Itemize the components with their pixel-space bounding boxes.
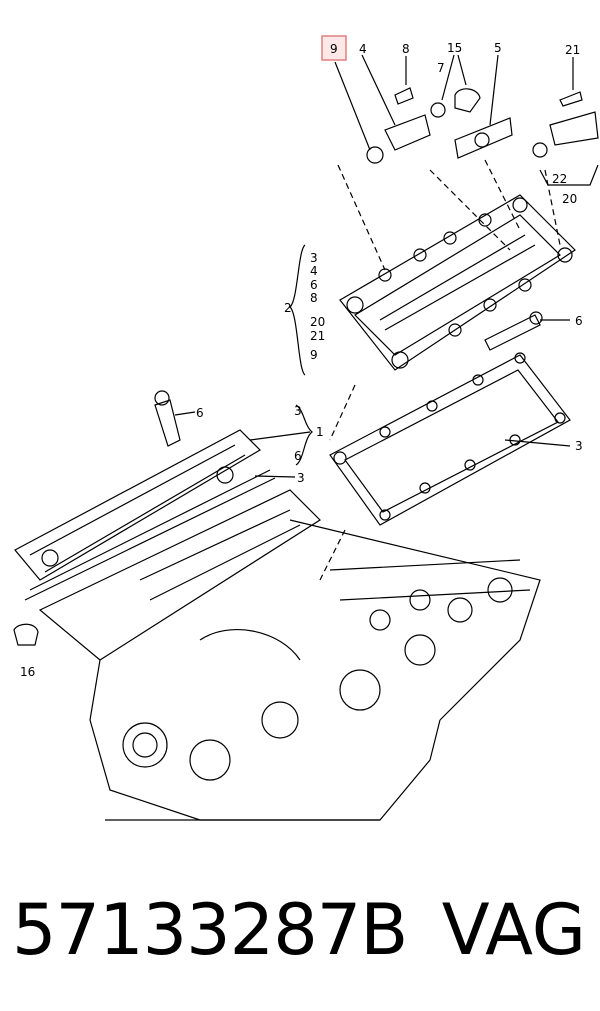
callout-6-group: 6 — [294, 449, 302, 463]
callout-3-right-gasket: 3 — [575, 439, 583, 453]
brand-name: VAG — [441, 889, 586, 971]
callout-8: 8 — [402, 42, 410, 56]
callout-3-left-gasket: 3 — [297, 471, 305, 485]
callout-6-right-bolt: 6 — [575, 314, 583, 328]
engine-block — [38, 489, 321, 661]
part-number: 57133287B — [12, 889, 408, 971]
callout-15: 15 — [447, 41, 462, 55]
line-art — [13, 54, 599, 821]
callout-21: 21 — [565, 43, 580, 57]
group-item-9: 9 — [310, 348, 318, 362]
exploded-parts-diagram: 9 4 8 15 7 5 21 22 20 3 4 6 8 20 21 9 2 … — [13, 35, 599, 821]
callouts: 9 4 8 15 7 5 21 22 20 3 4 6 8 20 21 9 2 … — [20, 41, 583, 679]
group-item-4: 4 — [310, 264, 318, 278]
group-item-21: 21 — [310, 329, 325, 343]
callout-7: 7 — [437, 61, 445, 75]
callout-4: 4 — [359, 42, 367, 56]
group-item-20: 20 — [310, 315, 325, 329]
callout-5: 5 — [494, 41, 502, 55]
callout-22: 22 — [552, 172, 567, 186]
caption: 57133287B VAG — [0, 880, 600, 990]
callout-1: 1 — [316, 425, 324, 439]
group-item-6: 6 — [310, 278, 318, 292]
left-valve-cover — [14, 429, 261, 581]
callout-20: 20 — [562, 192, 577, 206]
right-gasket — [329, 354, 571, 526]
callout-3-group: 3 — [294, 404, 302, 418]
right-valve-cover — [339, 194, 576, 371]
callout-9-highlighted: 9 — [330, 42, 338, 56]
group-item-8: 8 — [310, 291, 318, 305]
callout-16: 16 — [20, 665, 35, 679]
callout-2: 2 — [284, 301, 292, 315]
group-item-3: 3 — [310, 251, 318, 265]
highlight-box — [321, 35, 347, 61]
callout-6-left-bolt: 6 — [196, 406, 204, 420]
